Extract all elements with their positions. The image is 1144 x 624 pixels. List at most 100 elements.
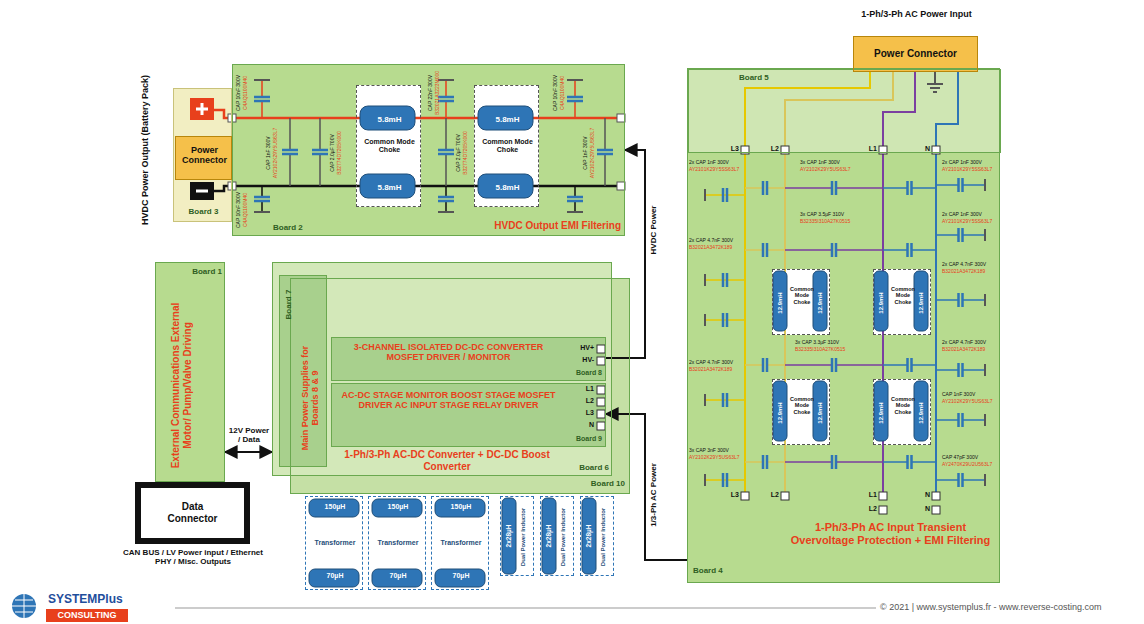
part-label-box: 2x CAP 1nF 300V — [942, 212, 998, 218]
dual-power-inductor-text-box: 2x28µH — [545, 505, 552, 567]
capacitor-symbol — [723, 273, 727, 287]
part-label-box: © 2021 | www.systemplus.fr - www.reverse… — [880, 602, 1138, 612]
part-label-box: AY2101K29Y5SS63L7 — [689, 167, 745, 173]
capacitor-symbol — [723, 188, 727, 202]
power-connector-text-box: 1-Ph/3-Ph AC Power Input — [834, 9, 999, 19]
capacitor-lead — [705, 319, 745, 321]
part-label: SYSTEMPlus — [48, 593, 138, 607]
node-fill — [772, 269, 830, 335]
part-label: C4AQ1100M40 — [243, 190, 249, 230]
capacitor-lead — [785, 364, 883, 366]
edge-label: HVDC Power — [649, 190, 658, 270]
transformer: 150µHTransformer70µH — [431, 496, 489, 590]
capacitor-symbol — [959, 473, 963, 487]
common-mode-choke-text: Common Mode Choke — [790, 286, 814, 305]
part-label-box: N — [918, 145, 930, 153]
capacitor-symbol — [959, 363, 963, 377]
part-label-box: HVDC Power Output (Battery Pack) — [140, 62, 150, 238]
node-fill — [772, 379, 830, 445]
part-label: AY2102K29Y5US63L7 — [590, 124, 596, 182]
board: Board 2HVDC Output EMI Filtering5.8mHCom… — [232, 64, 625, 236]
part-label-box: CAP 2.0µF 700V — [330, 124, 336, 182]
capacitor-lead — [785, 187, 883, 189]
common-mode-choke-text: 12.9mH — [918, 276, 925, 330]
part-label: HVDC Power Output (Battery Pack) — [140, 62, 150, 238]
capacitor-symbol — [959, 178, 963, 192]
part-label-box: B32021A3223M000 — [435, 70, 441, 116]
part-label-box: N — [918, 491, 930, 499]
dual-power-inductor-text-box: 2x28µH — [505, 505, 512, 567]
power-connector-text-box: Power Connector — [178, 145, 231, 166]
part-label: AY2101K29Y5SS63L7 — [689, 167, 745, 173]
part-label-box: 2x CAP 4.7nF 300V — [942, 262, 998, 268]
common-mode-choke-text: 12.9mH — [777, 276, 784, 330]
capacitor-symbol — [438, 97, 454, 101]
power-connector-text-box: Power Connector — [854, 48, 977, 60]
part-label-box: AY2470K29U2U563L7 — [942, 462, 998, 468]
board-text: 3-CHANNEL ISOLATED DC-DC CONVERTER MOSFE… — [336, 342, 561, 363]
logo-globe-lines — [12, 594, 36, 618]
capacitor-lead — [319, 118, 321, 186]
node-fill — [232, 64, 625, 236]
board-text-box: Board 9 — [566, 435, 602, 443]
common-mode-choke: 5.8mHCommon Mode Choke5.8mH — [356, 85, 421, 207]
common-mode-choke-text-box: 12.9mH — [918, 386, 925, 440]
part-label-box: AY2102K29Y5US63L7 — [590, 124, 596, 182]
ground-bar — [704, 394, 706, 406]
edge-label-box: 1/3-Ph AC Power — [649, 440, 658, 550]
transformer: 150µHTransformer70µH — [305, 496, 363, 590]
part-label-box: 2x CAP 4.7nF 300V — [942, 340, 998, 346]
ground-bar — [984, 414, 986, 426]
board-text-box: Board 3 — [176, 207, 231, 216]
part-label: AY2102K29Y5US63L7 — [689, 455, 745, 461]
node-fill — [500, 496, 534, 576]
common-mode-choke-text: 12.9mH — [878, 276, 885, 330]
part-label-box: B32774D7205K000 — [337, 124, 343, 182]
common-mode-choke: 12.9mHCommon Mode Choke12.9mH — [772, 269, 830, 335]
power-connector: 1-Ph/3-Ph AC Power InputPower Connector — [853, 36, 978, 72]
power-connector-line — [225, 451, 272, 453]
capacitor-lead — [705, 399, 745, 401]
part-label-box: L3 — [568, 409, 594, 417]
board: Board 1External Communications External … — [155, 262, 225, 482]
node-fill — [305, 496, 363, 590]
part-label: CAP 10nF 300V — [553, 70, 559, 116]
part-label: 2x CAP 1nF 300V — [689, 160, 745, 166]
part-label: L2 — [767, 145, 779, 153]
ground-bar — [254, 211, 270, 213]
data-connector: Data Connector — [135, 482, 250, 544]
ground-bar — [984, 294, 986, 306]
part-label: 2x CAP 4.7nF 300V — [942, 340, 998, 346]
common-mode-choke-text: Common Mode Choke — [477, 138, 538, 154]
capacitor-lead — [705, 194, 745, 196]
board-text: Board 6 — [563, 463, 609, 472]
part-label-box: AY2101K29Y5SS63L7 — [942, 167, 998, 173]
part-label-box: C4AQ1100M40 — [243, 190, 249, 230]
node-fill — [155, 262, 225, 482]
part-label-box: N — [568, 421, 594, 429]
board-text-box: 1-Ph/3-Ph AC-DC Converter + DC-DC Boost … — [333, 449, 561, 472]
capacitor-symbol — [254, 197, 270, 201]
common-mode-choke-text: 5.8mH — [357, 183, 422, 192]
part-label: L2 — [865, 505, 877, 513]
common-mode-choke-text-box: Common Mode Choke — [359, 138, 420, 154]
part-label-box: CAP 1nF 300V — [583, 124, 589, 182]
capacitor-lead — [745, 364, 785, 366]
part-label: 3x CAP 1nF 300V — [800, 160, 880, 166]
dual-power-inductor-text-box: Dual Power Inductor — [560, 500, 567, 574]
capacitor-lead — [574, 186, 576, 212]
ground-bar — [704, 314, 706, 326]
capacitor-symbol — [908, 358, 912, 372]
part-label: 2x CAP 4.7nF 300V — [942, 262, 998, 268]
common-mode-choke-text: Common Mode Choke — [790, 396, 814, 415]
part-label-box: HV- — [568, 356, 594, 364]
capacitor-symbol — [908, 243, 912, 257]
capacitor-symbol — [763, 181, 767, 195]
common-mode-choke-text: Common Mode Choke — [359, 138, 420, 154]
common-mode-choke-text: Common Mode Choke — [891, 286, 915, 305]
board-text: AC-DC STAGE MONITOR BOOST STAGE MOSFET D… — [336, 390, 561, 411]
common-mode-choke-text: 12.9mH — [878, 386, 885, 440]
part-label-box: CAP 10nF 300V — [236, 70, 242, 116]
part-label: L2 — [568, 397, 594, 405]
